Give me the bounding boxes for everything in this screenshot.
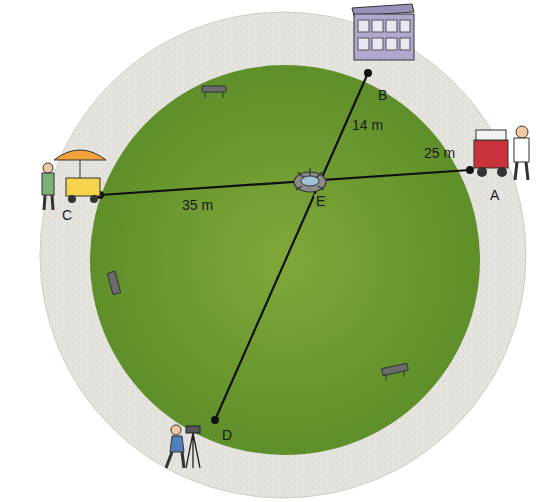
ice-cream-cart — [42, 150, 106, 210]
point-label: E — [314, 194, 327, 208]
points — [96, 69, 474, 424]
surveyor — [166, 425, 200, 468]
newsstand — [352, 4, 414, 60]
fountain — [294, 168, 326, 192]
hot-dog-cart — [474, 126, 529, 180]
benches — [107, 86, 408, 381]
lawn — [90, 65, 480, 455]
point-label: A — [490, 188, 499, 202]
dimension-label: 35 m — [182, 198, 213, 212]
path-ring — [40, 12, 526, 498]
point-label: D — [222, 428, 232, 442]
point-label: B — [378, 88, 387, 102]
point-label: C — [62, 208, 72, 222]
dimension-label: 25 m — [424, 146, 455, 160]
distance-lines — [100, 73, 470, 420]
dimension-label: 14 m — [352, 118, 383, 132]
